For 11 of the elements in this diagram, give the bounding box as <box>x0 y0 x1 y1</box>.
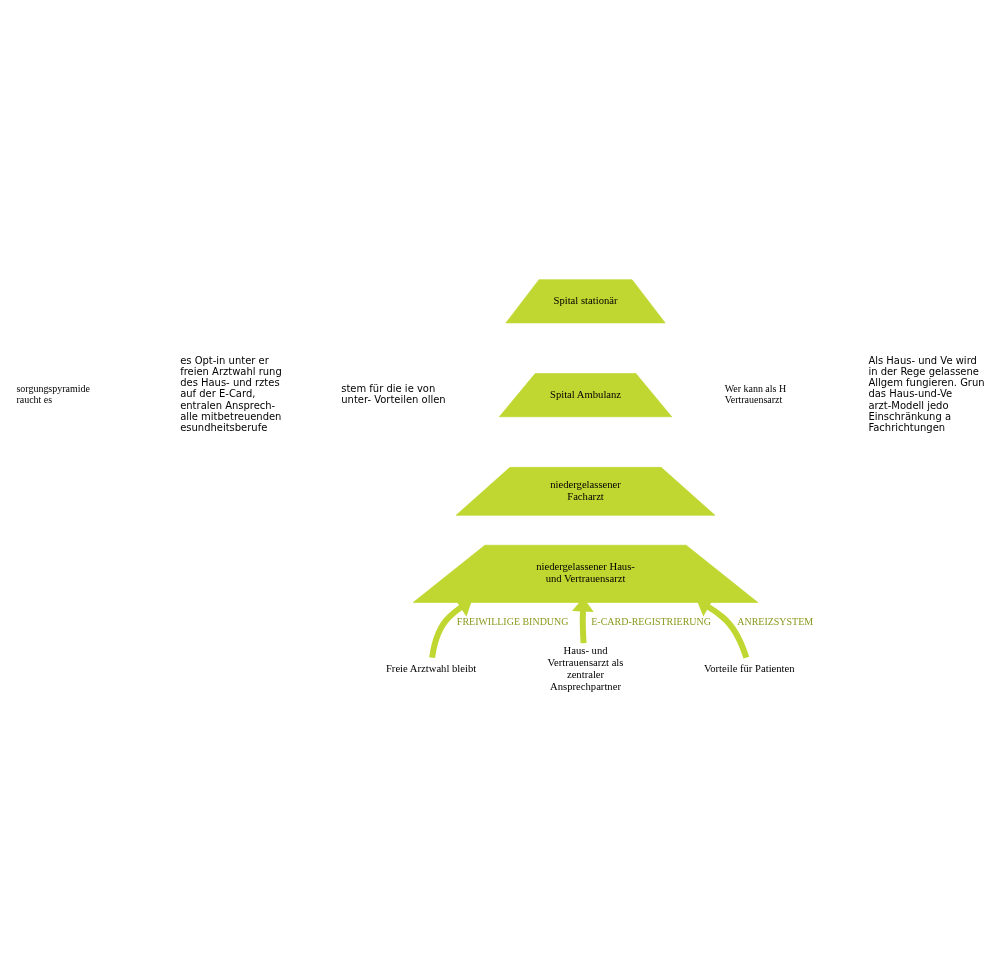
edge-label: FREIWILLIGE BINDUNG <box>456 615 569 627</box>
label: Als Haus- und Ve wird in der Rege gelassene Allgem fungieren. Grun das Haus-und-Ve arzt-Modell jedo Einschränkung a Fachrichtungen <box>868 354 985 433</box>
node-text: Freie Arztwahl bleibt <box>385 662 477 674</box>
node-text: Vorteile für Patienten <box>703 662 795 674</box>
label: Wer kann als H Vertrauensarzt <box>724 382 787 405</box>
edge-label: E-CARD-REGISTRIERUNG <box>591 615 711 627</box>
edge-label: ANREIZSYSTEM <box>737 615 814 627</box>
node-text: Haus- und Vertrauensarzt als zentraler Ansprechpartner <box>547 644 624 692</box>
label: stem für die ie von unter- Vorteilen ollen <box>341 382 446 405</box>
label: sorgungspyramide raucht es <box>16 382 90 405</box>
label: es Opt-in unter er freien Arztwahl rung des Haus- und rztes auf der E-Card, entralen Ansprech- alle mitbetreuenden esundheitsberufe <box>180 354 282 433</box>
